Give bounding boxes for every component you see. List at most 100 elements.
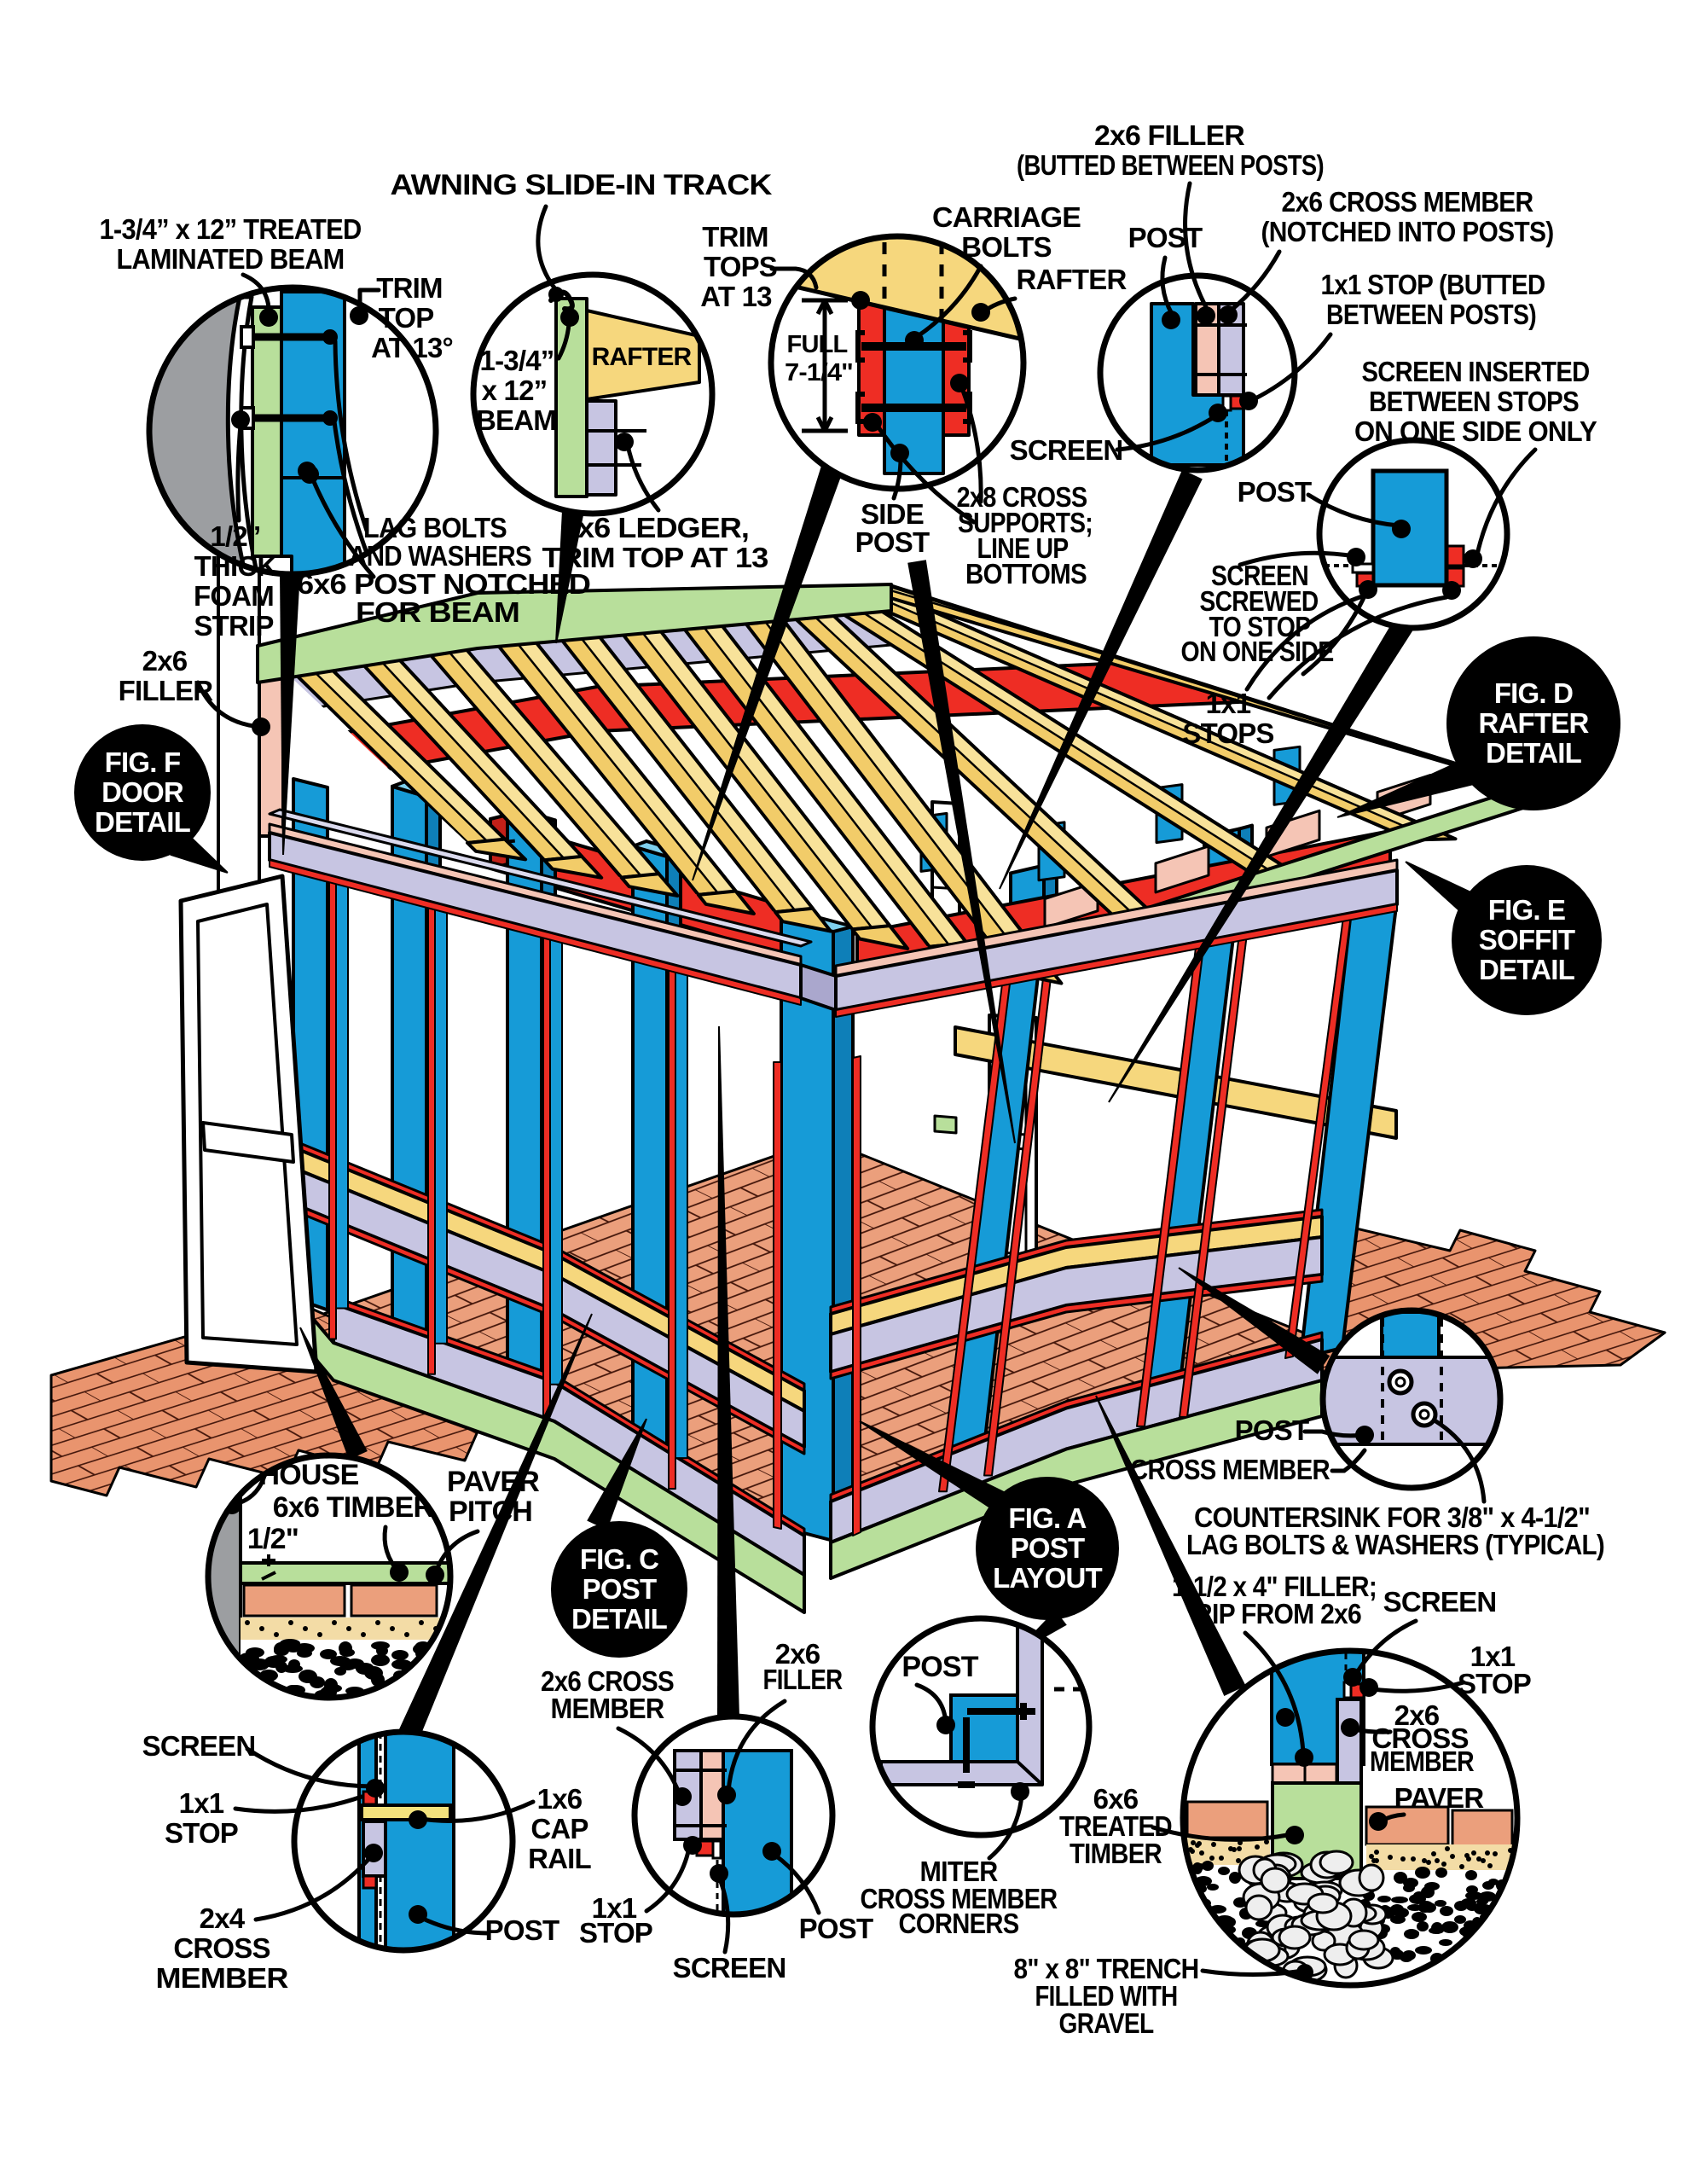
- svg-text:BOTTOMS: BOTTOMS: [965, 558, 1087, 590]
- svg-text:DETAIL: DETAIL: [1486, 737, 1582, 769]
- svg-text:CORNERS: CORNERS: [899, 1908, 1019, 1939]
- svg-text:TOP: TOP: [379, 302, 434, 334]
- svg-text:FOAM: FOAM: [194, 580, 274, 612]
- svg-text:FIG. A: FIG. A: [1008, 1502, 1086, 1534]
- svg-text:1x6: 1x6: [537, 1783, 583, 1815]
- svg-text:SUPPORTS;: SUPPORTS;: [958, 507, 1093, 538]
- svg-text:DETAIL: DETAIL: [95, 806, 191, 838]
- svg-text:BOLTS: BOLTS: [961, 231, 1051, 263]
- svg-text:AT 13°: AT 13°: [371, 332, 453, 363]
- svg-text:AWNING SLIDE-IN TRACK: AWNING SLIDE-IN TRACK: [391, 169, 773, 201]
- svg-text:RAFTER: RAFTER: [592, 343, 693, 371]
- svg-text:1x1: 1x1: [592, 1892, 637, 1924]
- svg-text:RAFTER: RAFTER: [1016, 264, 1127, 295]
- svg-text:CROSS: CROSS: [173, 1932, 270, 1964]
- svg-text:1x1: 1x1: [1470, 1641, 1516, 1672]
- svg-text:LINE UP: LINE UP: [977, 532, 1069, 564]
- svg-text:SOFFIT: SOFFIT: [1479, 924, 1575, 956]
- svg-text:6x6: 6x6: [1093, 1783, 1139, 1815]
- svg-text:SCREEN: SCREEN: [1211, 560, 1308, 591]
- svg-text:SIDE: SIDE: [861, 498, 924, 530]
- svg-text:2x6: 2x6: [142, 645, 188, 677]
- svg-text:LAG BOLTS: LAG BOLTS: [363, 512, 507, 543]
- svg-text:1-3/4”: 1-3/4”: [480, 345, 554, 376]
- svg-text:POST: POST: [1238, 476, 1312, 508]
- svg-text:TRIM: TRIM: [376, 272, 442, 304]
- svg-text:ON ONE SIDE ONLY: ON ONE SIDE ONLY: [1354, 415, 1597, 447]
- svg-text:ON ONE SIDE: ON ONE SIDE: [1181, 636, 1334, 667]
- svg-text:FULL: FULL: [787, 331, 848, 358]
- svg-text:POST: POST: [855, 526, 930, 558]
- svg-text:DETAIL: DETAIL: [1479, 954, 1575, 985]
- svg-text:(BUTTED BETWEEN POSTS): (BUTTED BETWEEN POSTS): [1017, 149, 1324, 181]
- svg-text:FIG. C: FIG. C: [580, 1543, 658, 1575]
- svg-text:TO STOP: TO STOP: [1209, 611, 1311, 642]
- svg-text:7-1/4": 7-1/4": [785, 359, 853, 386]
- svg-text:1-1/2 x 4" FILLER;: 1-1/2 x 4" FILLER;: [1172, 1571, 1377, 1602]
- svg-text:2x6 CROSS MEMBER: 2x6 CROSS MEMBER: [1282, 186, 1534, 218]
- svg-text:1x1: 1x1: [1206, 688, 1251, 719]
- svg-text:CAP: CAP: [530, 1813, 588, 1844]
- svg-text:AT 13: AT 13: [700, 281, 772, 312]
- svg-text:TRIM TOP AT 13: TRIM TOP AT 13: [542, 542, 768, 573]
- svg-text:STOPS: STOPS: [1182, 717, 1273, 749]
- svg-text:FIG. E: FIG. E: [1488, 894, 1566, 926]
- svg-text:1x1: 1x1: [179, 1787, 224, 1819]
- svg-text:SCREWED: SCREWED: [1200, 585, 1319, 617]
- svg-text:2x6 FILLER: 2x6 FILLER: [1094, 119, 1245, 151]
- svg-text:STOP: STOP: [165, 1817, 238, 1849]
- svg-text:LAYOUT: LAYOUT: [993, 1562, 1102, 1594]
- svg-text:BETWEEN STOPS: BETWEEN STOPS: [1369, 386, 1579, 417]
- svg-text:CROSS MEMBER: CROSS MEMBER: [1130, 1454, 1330, 1485]
- svg-text:2x6: 2x6: [1394, 1699, 1440, 1731]
- svg-text:MEMBER: MEMBER: [156, 1962, 289, 1994]
- svg-text:LAG BOLTS & WASHERS (TYPICAL): LAG BOLTS & WASHERS (TYPICAL): [1186, 1529, 1604, 1560]
- svg-text:POST: POST: [1235, 1414, 1309, 1446]
- svg-text:1/2": 1/2": [247, 1523, 299, 1555]
- svg-text:BEAM: BEAM: [476, 404, 556, 436]
- svg-text:CROSS: CROSS: [1371, 1722, 1468, 1754]
- svg-text:STRIP: STRIP: [194, 610, 273, 642]
- svg-text:FILLER: FILLER: [763, 1664, 844, 1695]
- svg-text:POST: POST: [901, 1651, 978, 1683]
- svg-text:FIG. D: FIG. D: [1494, 677, 1573, 709]
- svg-text:POST: POST: [583, 1573, 657, 1605]
- svg-text:POST: POST: [485, 1914, 559, 1946]
- svg-text:2x8 CROSS: 2x8 CROSS: [957, 481, 1087, 513]
- svg-text:AND WASHERS: AND WASHERS: [349, 540, 531, 572]
- svg-text:POST: POST: [1011, 1532, 1085, 1564]
- svg-text:2x4: 2x4: [200, 1902, 246, 1934]
- svg-text:TRIM: TRIM: [702, 221, 768, 253]
- svg-text:RAIL: RAIL: [528, 1843, 591, 1874]
- svg-text:CROSS MEMBER: CROSS MEMBER: [861, 1883, 1058, 1914]
- svg-text:DOOR: DOOR: [101, 776, 184, 808]
- svg-text:SCREEN: SCREEN: [673, 1952, 786, 1984]
- svg-text:x 12”: x 12”: [482, 375, 548, 406]
- svg-text:STOP: STOP: [579, 1917, 652, 1949]
- svg-text:CARRIAGE: CARRIAGE: [932, 201, 1081, 233]
- svg-text:POST: POST: [799, 1913, 873, 1944]
- svg-text:COUNTERSINK FOR 3/8" x 4-1/2": COUNTERSINK FOR 3/8" x 4-1/2": [1194, 1502, 1590, 1533]
- svg-text:MEMBER: MEMBER: [1370, 1745, 1475, 1777]
- svg-text:BETWEEN POSTS): BETWEEN POSTS): [1326, 299, 1536, 330]
- svg-text:TIMBER: TIMBER: [1070, 1838, 1162, 1869]
- svg-text:TOPS: TOPS: [704, 251, 777, 282]
- svg-text:SCREEN INSERTED: SCREEN INSERTED: [1362, 356, 1590, 387]
- svg-text:MEMBER: MEMBER: [551, 1693, 665, 1724]
- svg-text:1x1 STOP (BUTTED: 1x1 STOP (BUTTED: [1321, 269, 1545, 300]
- svg-text:FILLER: FILLER: [119, 675, 214, 706]
- svg-text:1/2”: 1/2”: [210, 520, 260, 552]
- svg-text:MITER: MITER: [920, 1856, 999, 1887]
- svg-text:PAVER: PAVER: [1394, 1782, 1485, 1814]
- svg-text:FOR BEAM: FOR BEAM: [356, 596, 519, 628]
- svg-text:STOP: STOP: [1458, 1668, 1531, 1699]
- svg-text:DETAIL: DETAIL: [571, 1603, 668, 1635]
- svg-text:6x6 TIMBER: 6x6 TIMBER: [273, 1491, 434, 1524]
- svg-text:GRAVEL: GRAVEL: [1059, 2007, 1155, 2039]
- svg-text:LAMINATED BEAM: LAMINATED BEAM: [117, 243, 345, 275]
- svg-text:PITCH: PITCH: [449, 1496, 532, 1528]
- svg-text:8" x 8" TRENCH: 8" x 8" TRENCH: [1014, 1953, 1199, 1984]
- svg-text:2x6 CROSS: 2x6 CROSS: [541, 1665, 674, 1697]
- svg-text:1-3/4” x 12” TREATED: 1-3/4” x 12” TREATED: [100, 213, 362, 245]
- svg-text:POST: POST: [1128, 222, 1203, 253]
